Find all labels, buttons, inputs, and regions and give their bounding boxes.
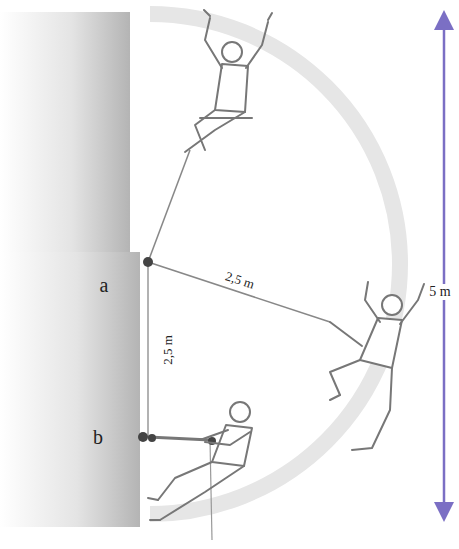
dimension-label: 5 m [427,284,452,300]
rope [147,262,149,437]
point-label: a [98,274,111,296]
rope [210,440,212,540]
dimension-label: 2,5 m [160,333,175,367]
rope [148,262,330,322]
point-label: b [91,426,105,448]
wall-panel [0,252,140,527]
anchor-point [143,257,153,267]
climber-figure [185,10,272,152]
climber-figure [148,402,252,520]
dimension-arrow [443,14,446,518]
anchor-point [138,432,148,442]
wall-panel [0,12,130,252]
rope [148,150,190,262]
climber-figure [330,282,424,450]
anchor-point [148,434,156,442]
